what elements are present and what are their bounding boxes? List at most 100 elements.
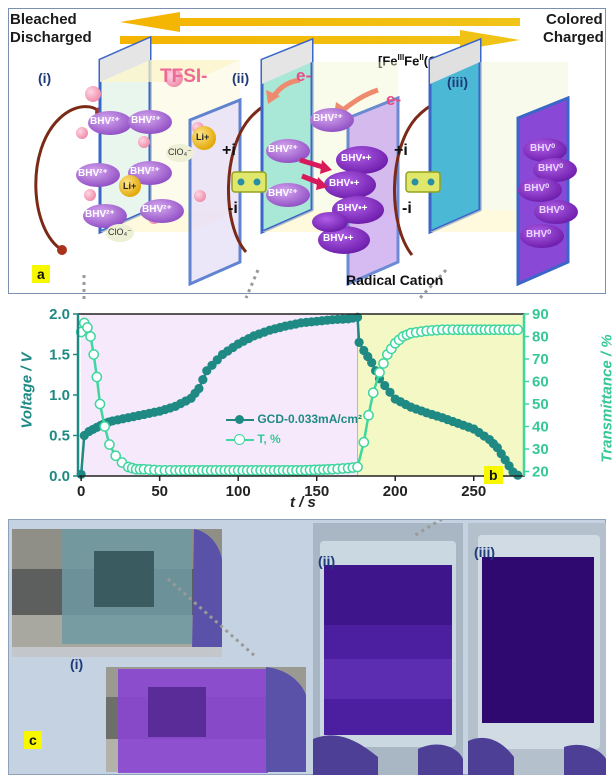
bhv2-molecule: BHV²⁺: [85, 209, 115, 220]
photo-ii-label: (ii): [318, 553, 336, 569]
photo-colored-small: [106, 667, 306, 773]
bhv2-molecule: BHV²⁺: [90, 116, 120, 127]
perchlorate-ion: ClO₄⁻: [168, 147, 192, 157]
y-left-tick-label: 1.5: [49, 347, 70, 364]
colored-label: Colored: [546, 11, 603, 28]
device-iii-label: (iii): [447, 74, 468, 90]
y-right-tick-label: 90: [532, 306, 549, 323]
y-right-tick-label: 60: [532, 374, 549, 391]
transmittance-point: [82, 322, 93, 333]
transmittance-point: [104, 439, 115, 450]
bhv2-molecule: BHV²⁺: [142, 204, 172, 215]
photo-ii: [313, 523, 463, 775]
device-ii-label: (ii): [232, 70, 250, 86]
y-right-tick-label: 50: [532, 396, 549, 413]
x-tick-label: 0: [77, 483, 85, 500]
y-right-tick-label: 30: [532, 441, 549, 458]
x-axis-label: t / s: [290, 494, 316, 511]
legend-t-marker: [226, 433, 254, 445]
bhv2-molecule: BHV²⁺: [268, 144, 298, 155]
bhv2-molecule: BHV²⁺: [131, 115, 161, 126]
chart-background: [81, 314, 524, 476]
bhv0-molecule: BHV⁰: [524, 183, 550, 194]
panel-a-drawing: [34, 12, 578, 300]
current-plus-label: +i: [394, 142, 408, 159]
bhv2-molecule: BHV²⁺: [313, 113, 343, 124]
transmittance-point: [374, 367, 385, 378]
tfsi-label: TFSI-: [160, 66, 208, 87]
bhv0-molecule: BHV⁰: [539, 205, 565, 216]
device-ii: [227, 37, 400, 287]
x-tick-label: 200: [383, 483, 408, 500]
li-ion: Li+: [123, 181, 137, 191]
x-tick-label: 100: [226, 483, 251, 500]
transmittance-point: [512, 324, 524, 336]
y-right-tick-label: 20: [532, 464, 549, 481]
legend-gcd-label: GCD-0.033mA/cm²: [257, 412, 363, 426]
gcd-point: [194, 383, 204, 394]
gcd-point: [352, 312, 363, 322]
transmittance-point: [88, 349, 100, 360]
transmittance-point: [110, 450, 122, 462]
current-minus-label: -i: [402, 200, 412, 217]
current-plus-label: +i: [222, 142, 236, 159]
dotted-connectors: [82, 268, 448, 300]
device-i: [34, 35, 242, 287]
y-left-tick-label: 0.5: [49, 428, 70, 445]
bhv2-molecule: BHV²⁺: [78, 168, 108, 179]
shaded-region: [81, 314, 358, 476]
legend-t: T, %: [226, 432, 281, 446]
transmittance-point: [352, 461, 363, 473]
y-left-tick-label: 1.0: [49, 387, 70, 404]
bhv-radical-molecule: BHV•+: [341, 153, 372, 164]
x-tick-label: 50: [151, 483, 168, 500]
gcd-point: [385, 387, 395, 397]
bhv2-molecule: BHV²⁺: [130, 166, 160, 177]
y-right-tick-label: 80: [532, 329, 549, 346]
y-right-tick-label: 40: [532, 419, 549, 436]
transmittance-point: [94, 398, 106, 410]
bhv2-molecule: BHV²⁺: [268, 188, 298, 199]
photo-bleached: [12, 529, 222, 657]
chart-axes: 0 50 100 150 200 250 0.0 0.5 1.0 1.5 2.0 20 30 40 50 60…: [49, 306, 549, 500]
transmittance-point: [358, 436, 370, 448]
gcd-point: [513, 470, 523, 480]
panel-b-tag: b: [484, 466, 503, 484]
y-axis-left-label: Voltage / V: [18, 352, 36, 429]
transmittance-point: [363, 409, 374, 421]
device-i-label: (i): [38, 70, 52, 86]
x-tick-label: 150: [304, 483, 329, 500]
y-axis-right-label: Transmittance / %: [598, 334, 614, 463]
bhv-radical-molecule: BHV•+: [329, 178, 360, 189]
photo-i-label: (i): [70, 656, 84, 672]
gcd-point: [380, 380, 390, 391]
device-iii: [393, 37, 578, 287]
y-left-tick-label: 0.0: [49, 468, 70, 485]
current-minus-label: -i: [228, 200, 238, 217]
direction-arrows: [120, 12, 520, 50]
panel-c-drawing: [12, 519, 606, 775]
transmittance-point: [378, 358, 389, 369]
photo-iii: [468, 523, 606, 775]
y-right-tick-label: 70: [532, 351, 549, 368]
bleached-label: Bleached: [10, 11, 77, 28]
gcd-point: [198, 375, 208, 385]
electron-label-2: e-: [386, 90, 402, 109]
gcd-transmittance-chart: 0 50 100 150 200 250 0.0 0.5 1.0 1.5 2.0 20 30 40 50 60…: [49, 306, 549, 500]
discharged-label: Discharged: [10, 29, 92, 46]
bhv0-molecule: BHV⁰: [526, 229, 552, 240]
panel-c-tag: c: [24, 731, 42, 749]
panel-a-tag: a: [32, 265, 50, 283]
transmittance-point: [99, 421, 111, 432]
electron-label-1: e-: [296, 66, 312, 85]
bhv0-molecule: BHV⁰: [530, 143, 556, 154]
y-left-tick-label: 2.0: [49, 306, 70, 323]
gcd-point: [367, 358, 377, 368]
x-tick-label: 250: [461, 483, 486, 500]
transmittance-point: [91, 371, 103, 383]
perchlorate-ion: ClO₄⁻: [108, 227, 132, 237]
legend-t-label: T, %: [257, 432, 281, 446]
photo-iii-label: (iii): [474, 544, 495, 560]
transmittance-point: [367, 387, 379, 399]
legend-gcd: GCD-0.033mA/cm²: [226, 412, 362, 426]
